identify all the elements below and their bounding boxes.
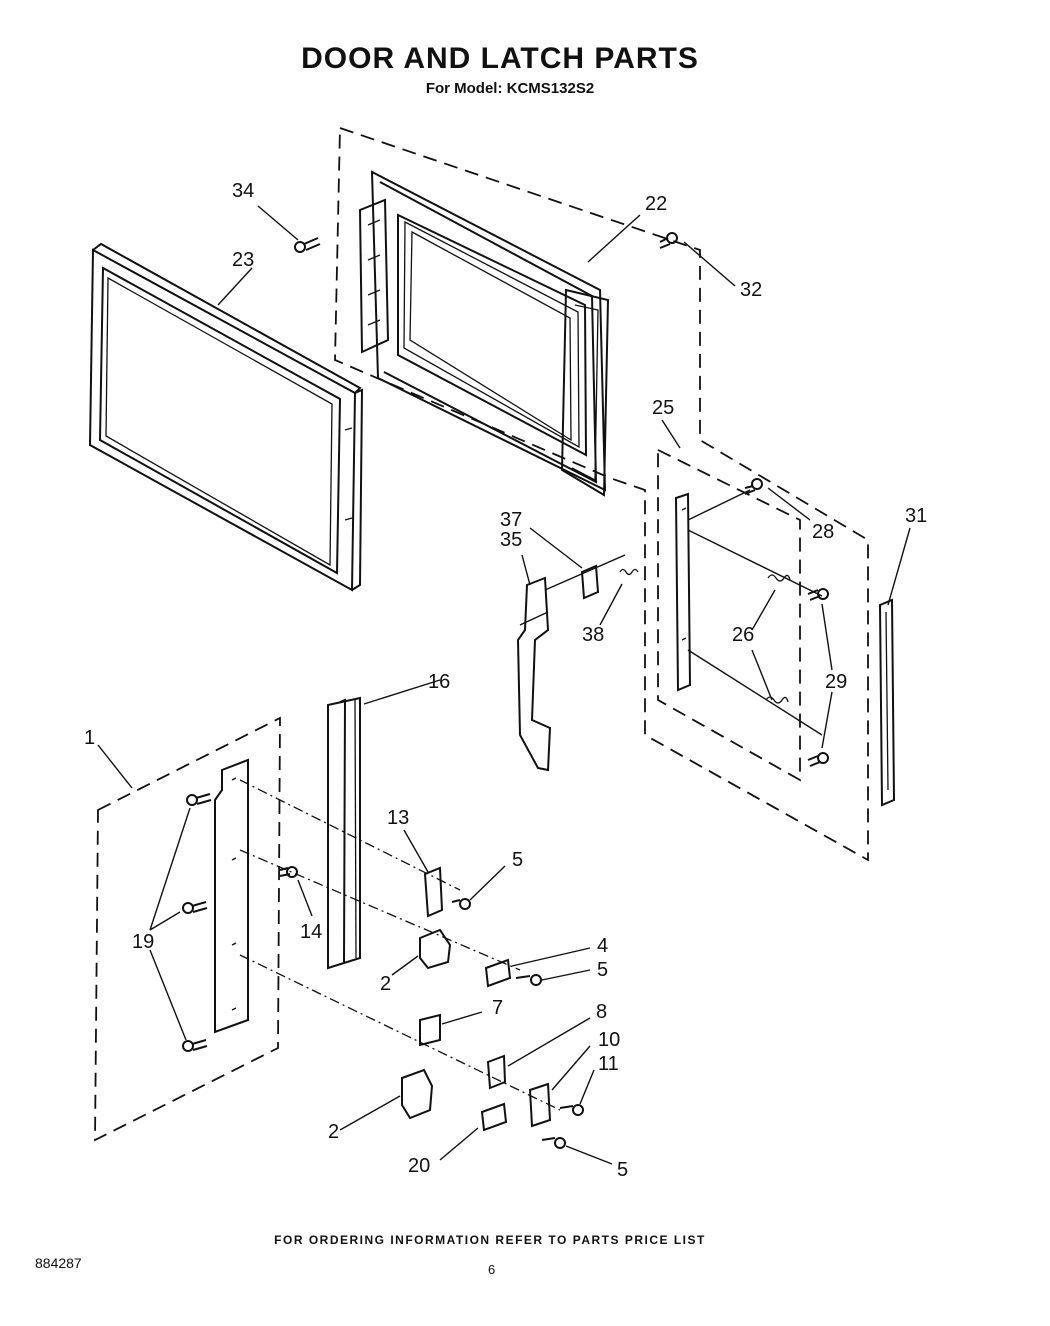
callout-1: 1: [84, 727, 95, 749]
screw-part-29-upper: [807, 588, 829, 601]
switch-part-8: [486, 1054, 507, 1090]
callout-22: 22: [645, 193, 667, 215]
callout-31: 31: [905, 505, 927, 527]
callout-11: 11: [598, 1053, 619, 1075]
bracket-part-10: [528, 1082, 552, 1128]
alignment-line-lower: [239, 954, 561, 1111]
callout-5-upper: 5: [512, 849, 523, 871]
callout-8: 8: [596, 1001, 607, 1023]
callout-35: 35: [500, 529, 522, 551]
spring-part-26-lower: [765, 696, 789, 704]
spring-part-26-upper: [767, 574, 791, 582]
callout-5-middle: 5: [597, 959, 608, 981]
door-frame-part-23: [88, 242, 364, 592]
callout-25: 25: [652, 397, 674, 419]
screw-part-5-middle: [515, 974, 542, 986]
hinge-bracket-part-1: [214, 758, 249, 1034]
latch-hook-part-35: [516, 554, 626, 772]
latch-spring-part-38: [619, 568, 639, 576]
screw-part-19-bottom: [182, 1039, 208, 1052]
alignment-line-middle: [239, 849, 521, 971]
door-inner-panel-part-22: [358, 170, 610, 497]
screw-part-19-top: [186, 793, 212, 806]
screw-part-32: [659, 232, 678, 249]
trim-strip-part-31: [878, 598, 896, 807]
callout-14: 14: [300, 921, 322, 943]
switch-part-2-lower: [401, 1068, 434, 1120]
callout-7: 7: [492, 997, 503, 1019]
alignment-line-upper: [239, 779, 461, 891]
actuator-part-4: [484, 958, 512, 988]
callout-26: 26: [732, 624, 754, 646]
callout-2-upper: 2: [380, 973, 391, 995]
screw-part-19-middle: [182, 901, 208, 914]
callout-19: 19: [132, 931, 154, 953]
callout-4: 4: [597, 935, 608, 957]
callout-10: 10: [598, 1029, 620, 1051]
screw-part-5-upper: [451, 898, 471, 910]
ordering-information-note: FOR ORDERING INFORMATION REFER TO PARTS …: [274, 1233, 706, 1247]
callout-leader-lines: [97, 205, 911, 1165]
screw-part-29-lower: [807, 752, 829, 767]
callout-29: 29: [825, 671, 847, 693]
latch-pivot-part-37: [580, 564, 600, 600]
callout-32: 32: [740, 279, 762, 301]
page-title: DOOR AND LATCH PARTS: [301, 42, 699, 75]
page-number: 6: [488, 1262, 496, 1277]
screw-part-28: [744, 478, 763, 495]
callout-34: 34: [232, 180, 254, 202]
callout-5-lower: 5: [617, 1159, 628, 1181]
callout-37: 37: [500, 509, 522, 531]
callout-28: 28: [812, 521, 834, 543]
latch-plate-boundary: [657, 448, 801, 782]
screw-part-34: [294, 237, 321, 253]
switch-part-2-upper: [419, 928, 452, 970]
channel-part-16: [327, 696, 361, 970]
callout-23: 23: [232, 249, 254, 271]
screw-part-5-lower: [541, 1137, 566, 1149]
callout-38: 38: [582, 624, 604, 646]
model-subtitle: For Model: KCMS132S2: [425, 80, 595, 97]
latch-plate-part-25: [674, 489, 823, 736]
callout-16: 16: [428, 671, 450, 693]
screw-part-11: [559, 1104, 584, 1116]
callout-2-lower: 2: [328, 1121, 339, 1143]
callout-20: 20: [408, 1155, 430, 1177]
switch-bracket-part-13: [423, 866, 444, 918]
insulator-part-7: [419, 1013, 441, 1047]
document-number: 884287: [35, 1255, 82, 1271]
actuator-part-20: [480, 1102, 508, 1132]
callout-13: 13: [387, 807, 409, 829]
hinge-assembly-boundary: [94, 716, 281, 1142]
